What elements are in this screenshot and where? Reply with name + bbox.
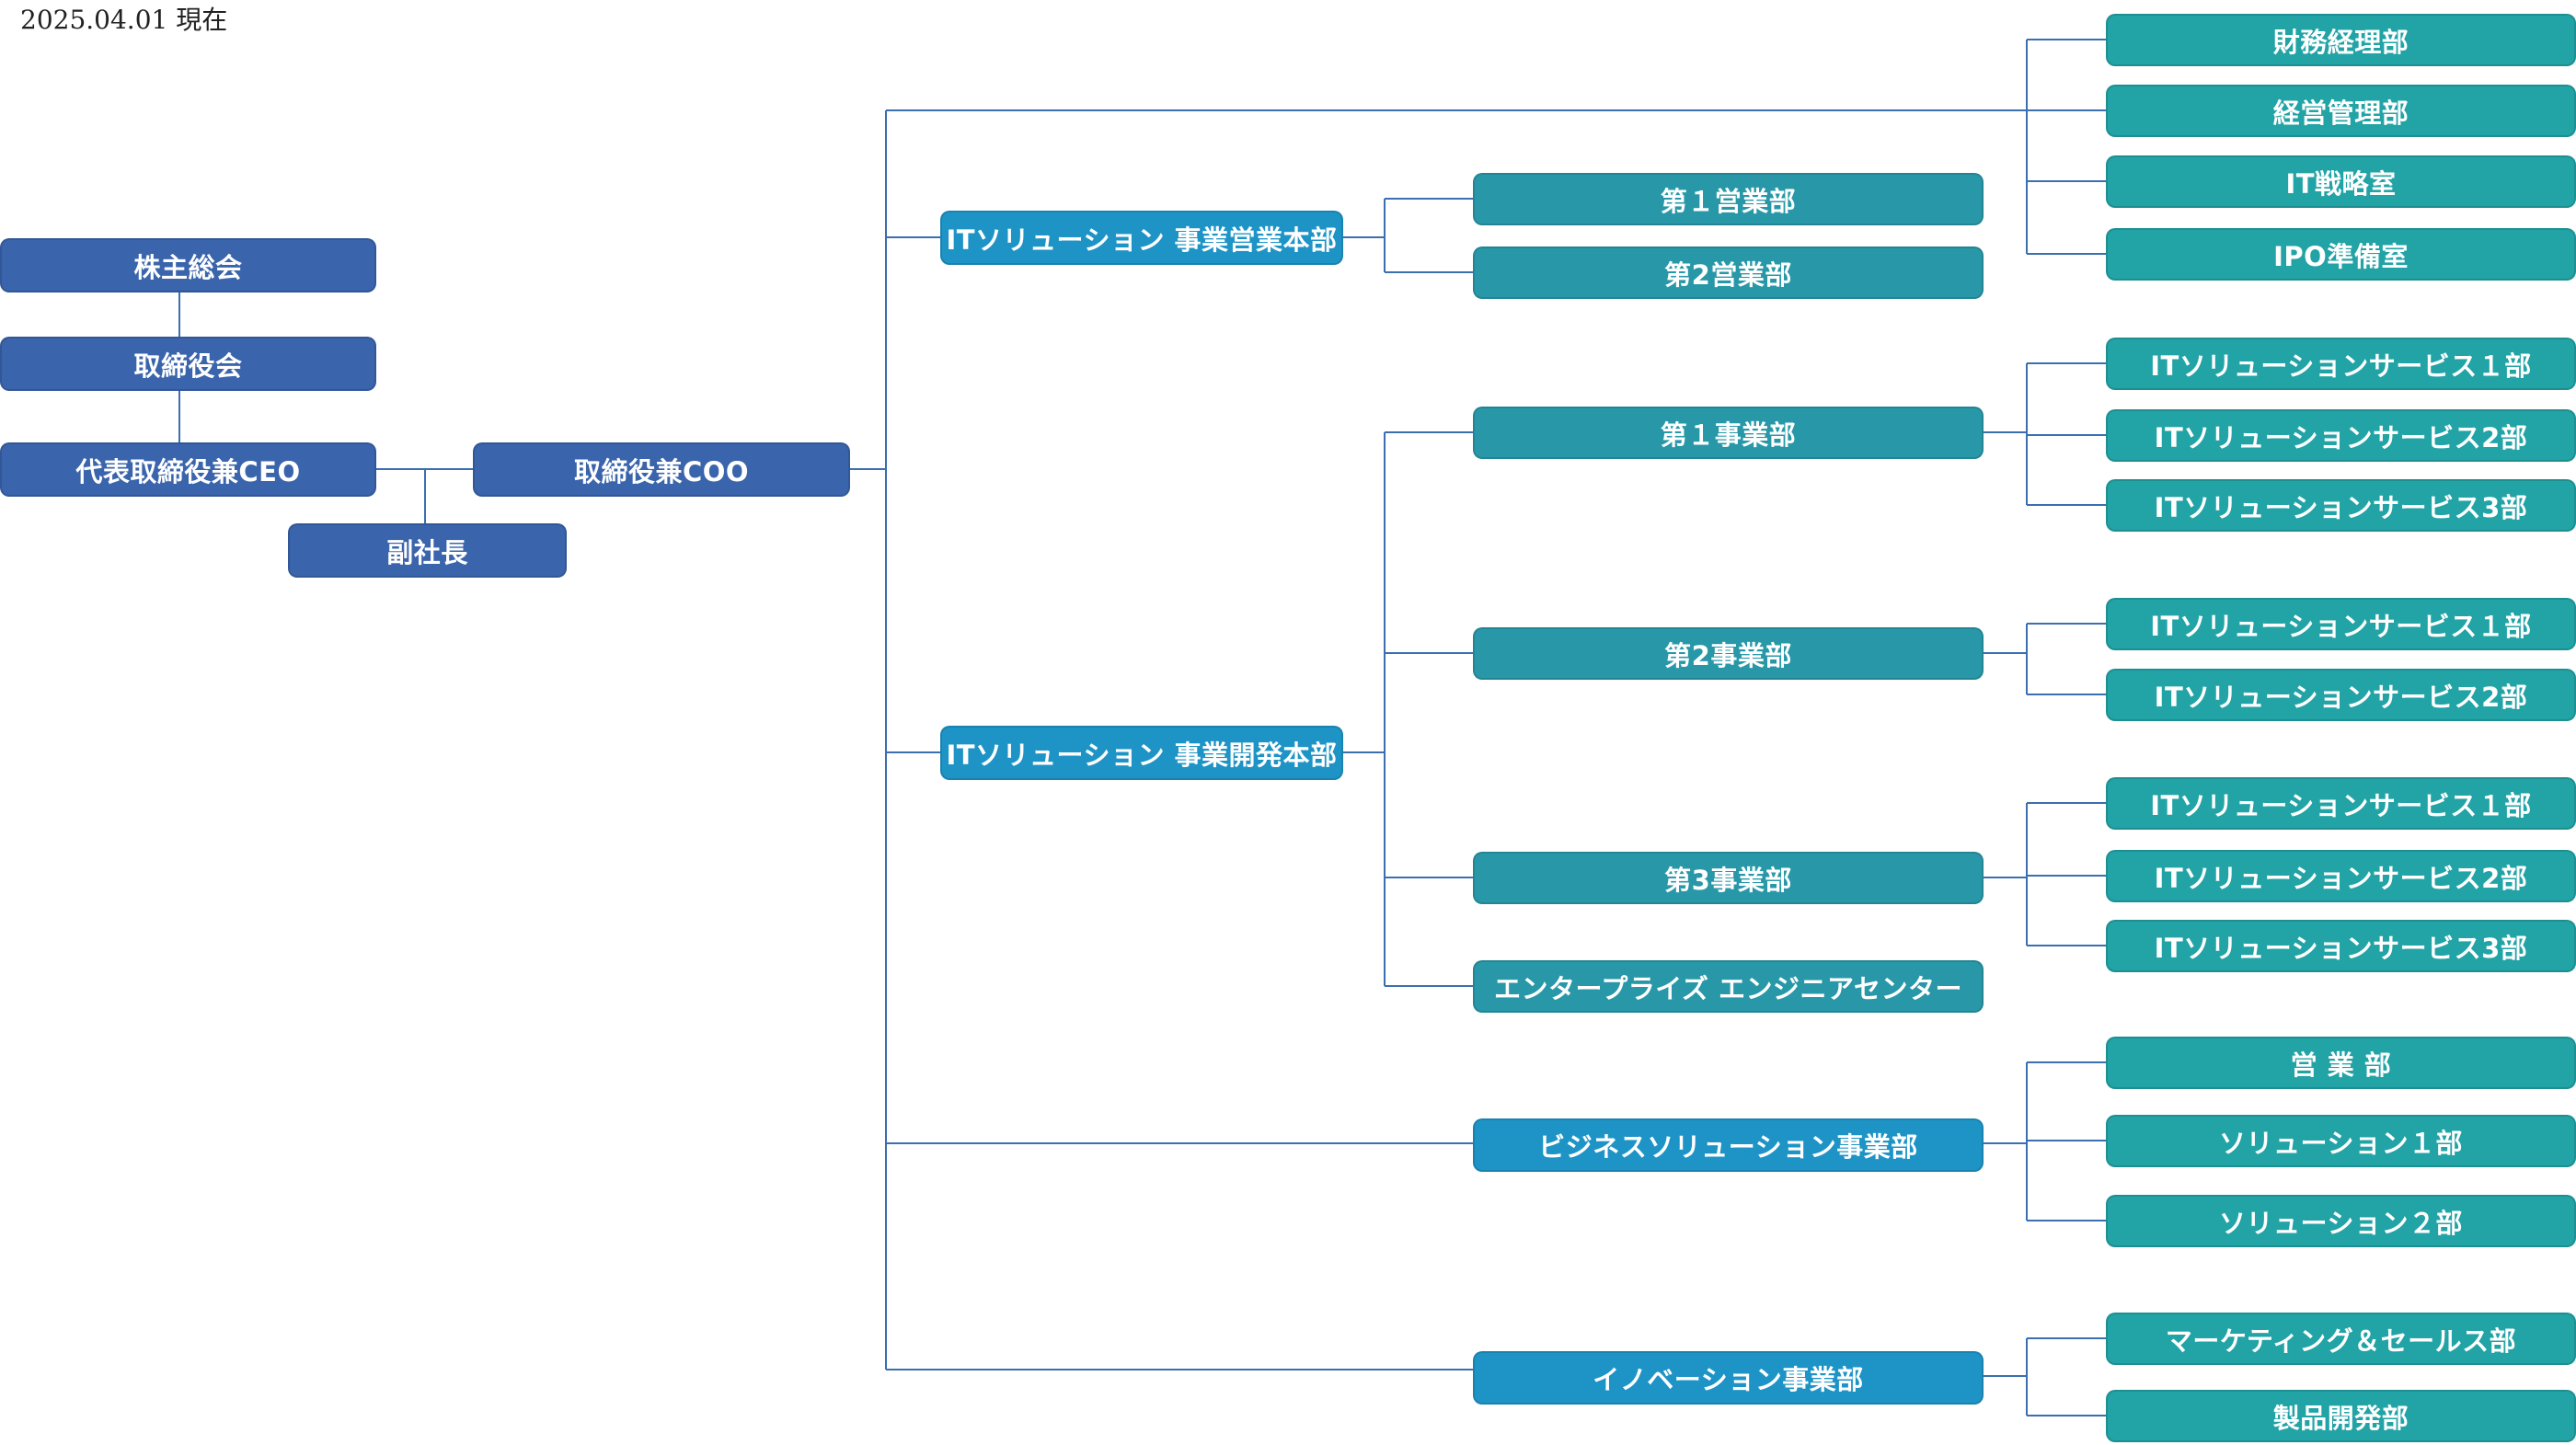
vice-president-box: 副社長 bbox=[288, 523, 567, 578]
staff-unit-box: IT戦略室 bbox=[2106, 155, 2576, 208]
business-solution-division-box: ビジネスソリューション事業部 bbox=[1473, 1118, 1984, 1172]
service-unit-box: ITソリューションサービス１部 bbox=[2106, 338, 2576, 390]
shareholders-meeting-box: 株主総会 bbox=[0, 238, 376, 292]
division-box: 第2事業部 bbox=[1473, 627, 1984, 680]
service-unit-box: ITソリューションサービス2部 bbox=[2106, 669, 2576, 721]
sales-hq-box: ITソリューション 事業営業本部 bbox=[940, 211, 1343, 265]
business-unit-box: ソリューション１部 bbox=[2106, 1115, 2576, 1167]
ceo-box: 代表取締役兼CEO bbox=[0, 442, 376, 497]
sales-department-box: 第2営業部 bbox=[1473, 247, 1984, 299]
service-unit-box: ITソリューションサービス１部 bbox=[2106, 598, 2576, 650]
service-unit-box: ITソリューションサービス2部 bbox=[2106, 850, 2576, 902]
staff-unit-box: 経営管理部 bbox=[2106, 85, 2576, 137]
staff-unit-box: IPO準備室 bbox=[2106, 228, 2576, 281]
innovation-unit-box: 製品開発部 bbox=[2106, 1390, 2576, 1442]
coo-box: 取締役兼COO bbox=[473, 442, 850, 497]
service-unit-box: ITソリューションサービス１部 bbox=[2106, 777, 2576, 830]
innovation-division-box: イノベーション事業部 bbox=[1473, 1351, 1984, 1405]
staff-unit-box: 財務経理部 bbox=[2106, 14, 2576, 66]
dev-hq-box: ITソリューション 事業開発本部 bbox=[940, 726, 1343, 780]
division-box: 第１事業部 bbox=[1473, 407, 1984, 459]
board-of-directors-box: 取締役会 bbox=[0, 337, 376, 391]
service-unit-box: ITソリューションサービス3部 bbox=[2106, 920, 2576, 972]
service-unit-box: ITソリューションサービス3部 bbox=[2106, 479, 2576, 532]
as-of-date: 2025.04.01 現在 bbox=[20, 5, 228, 35]
sales-department-box: 第１営業部 bbox=[1473, 173, 1984, 225]
division-box: 第3事業部 bbox=[1473, 852, 1984, 904]
business-unit-box: 営 業 部 bbox=[2106, 1037, 2576, 1089]
business-unit-box: ソリューション２部 bbox=[2106, 1195, 2576, 1247]
innovation-unit-box: マーケティング＆セールス部 bbox=[2106, 1313, 2576, 1365]
enterprise-engineer-center-box: エンタープライズ エンジニアセンター bbox=[1473, 960, 1984, 1013]
service-unit-box: ITソリューションサービス2部 bbox=[2106, 409, 2576, 462]
